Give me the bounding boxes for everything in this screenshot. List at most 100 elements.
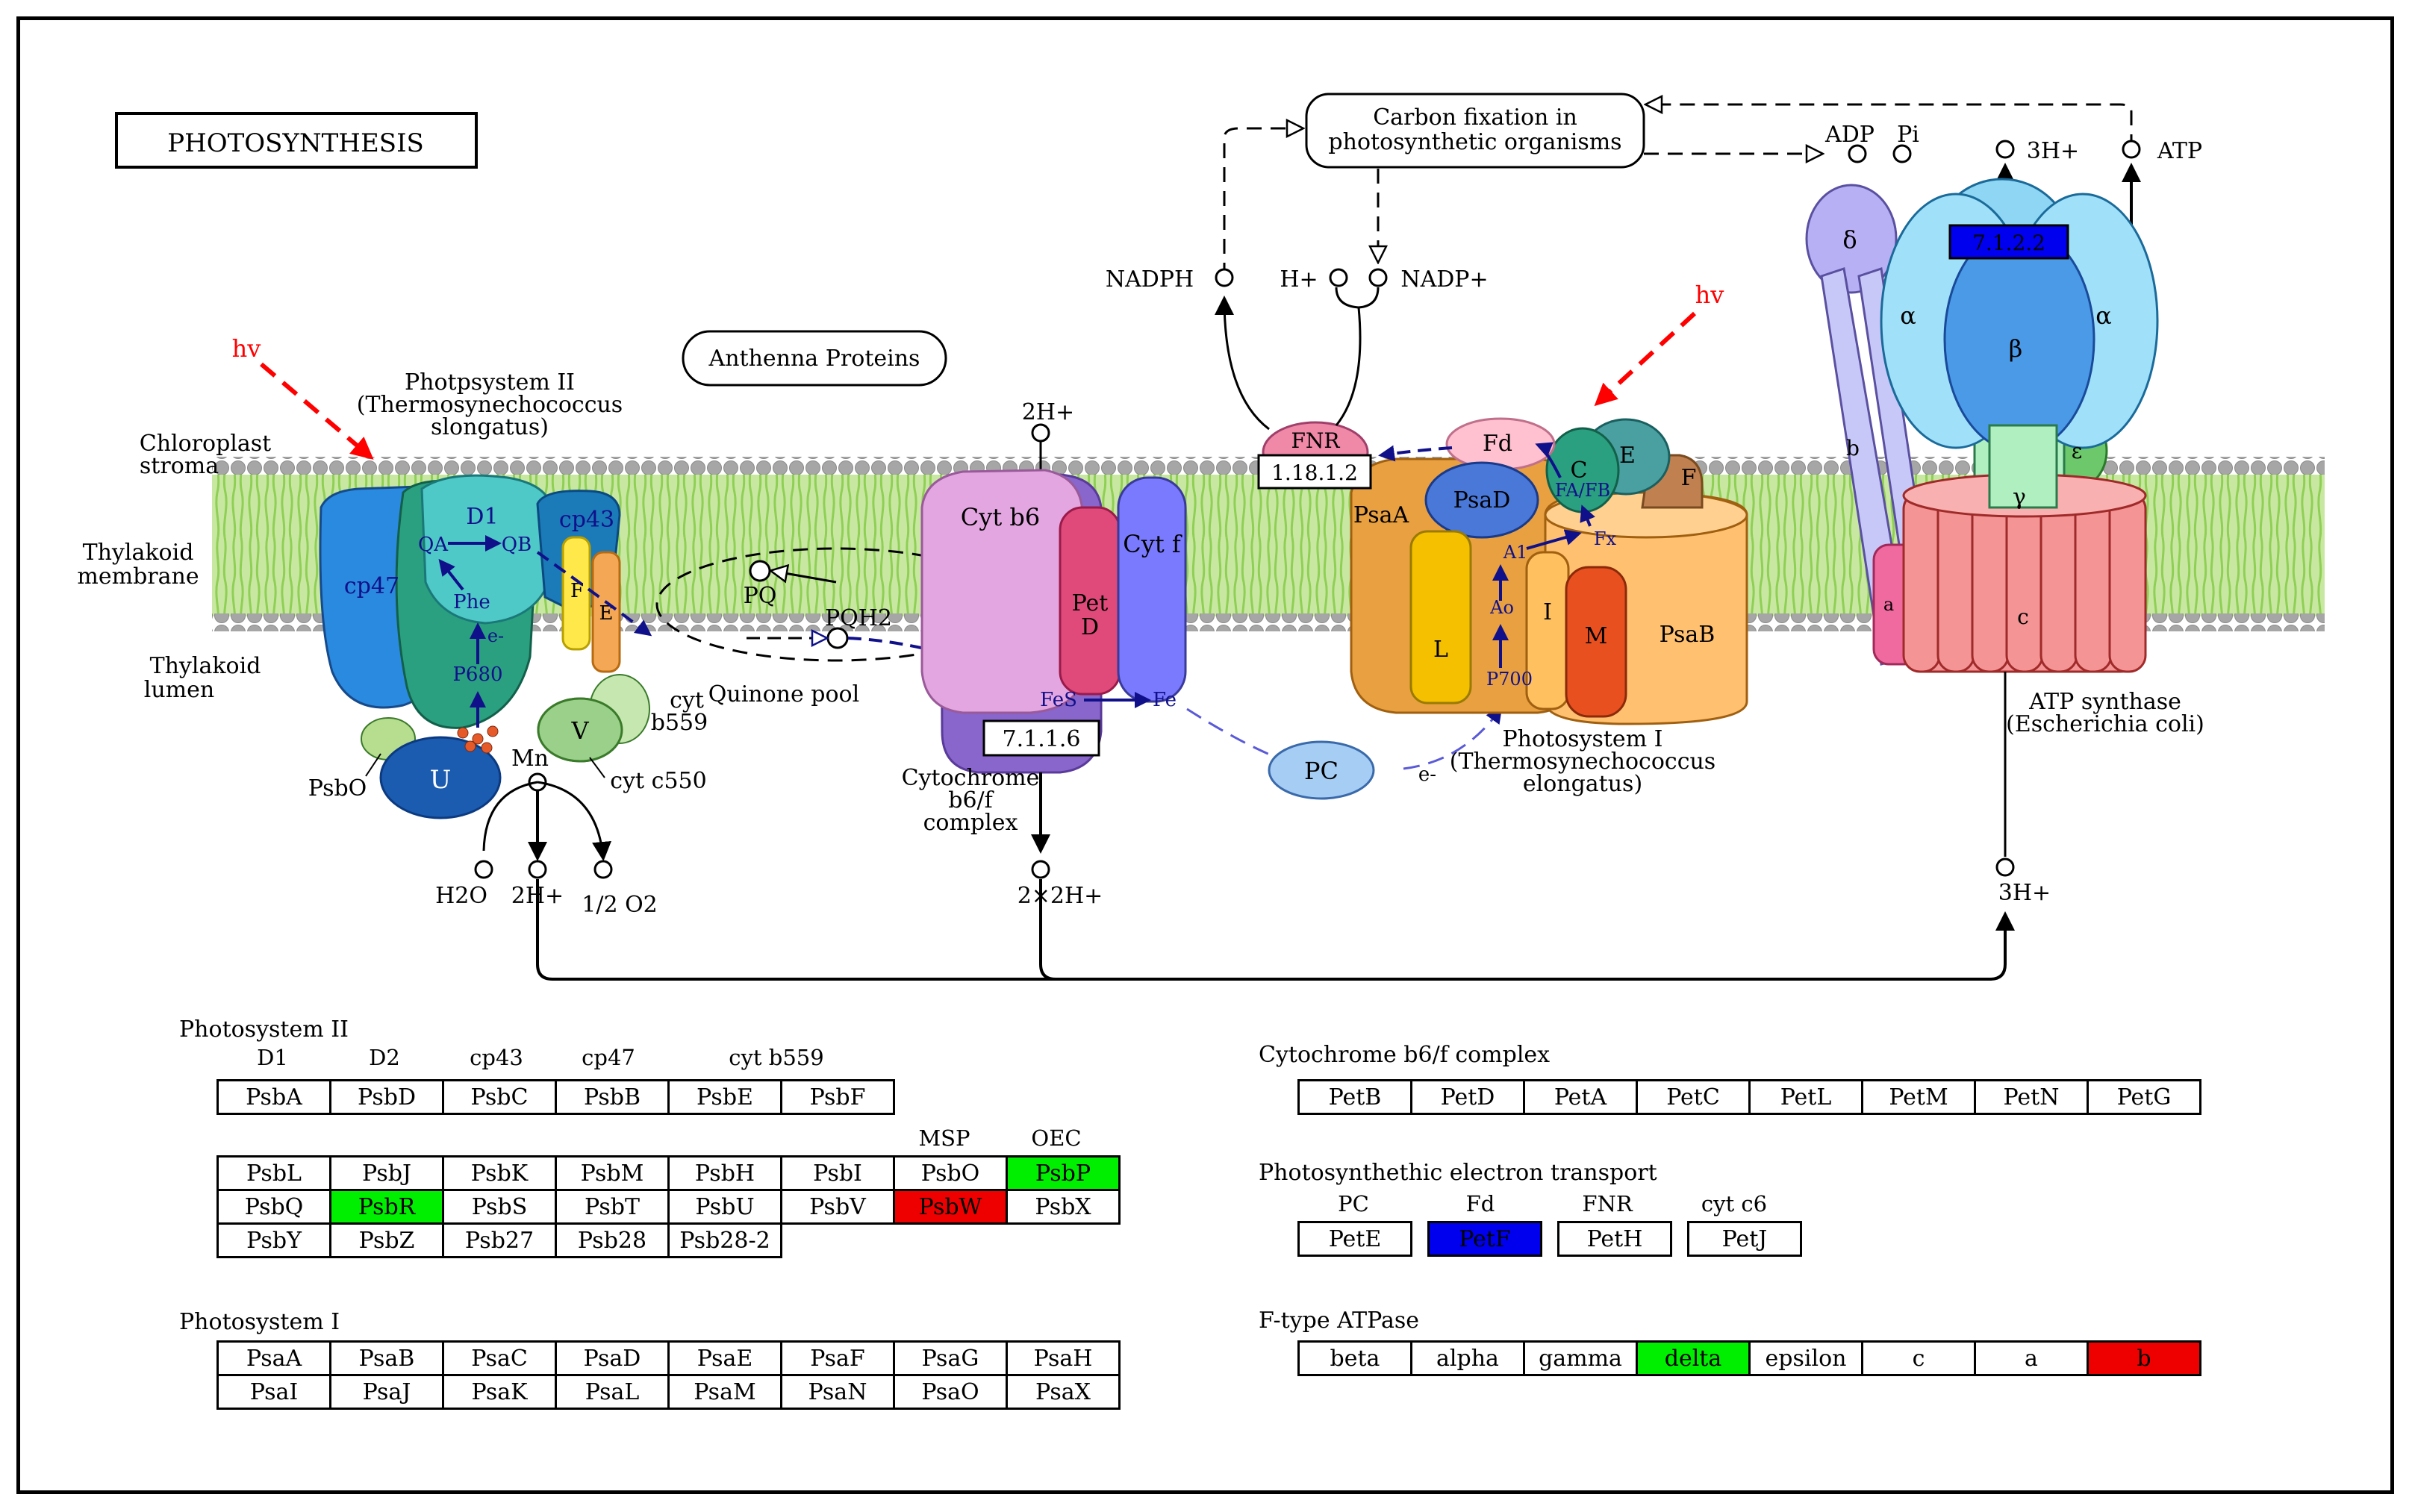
gene-psah[interactable]: PsaH bbox=[1006, 1340, 1121, 1376]
d1-label: D1 bbox=[466, 504, 498, 530]
gene-petc[interactable]: PetC bbox=[1636, 1079, 1751, 1115]
gene-a[interactable]: a bbox=[1974, 1340, 2089, 1376]
psii-title-1: Photpsystem II bbox=[405, 369, 575, 396]
gene-psbh[interactable]: PsbH bbox=[667, 1155, 782, 1191]
gene-psb27[interactable]: Psb27 bbox=[442, 1222, 557, 1258]
cytb6f-label-1: Cytochrome bbox=[902, 765, 1040, 791]
gene-psal[interactable]: PsaL bbox=[555, 1374, 670, 1410]
gene-psbp[interactable]: PsbP bbox=[1006, 1155, 1121, 1191]
gene-epsilon[interactable]: epsilon bbox=[1748, 1340, 1863, 1376]
gene-psbj[interactable]: PsbJ bbox=[329, 1155, 444, 1191]
gene-psba[interactable]: PsbA bbox=[216, 1079, 331, 1115]
pc-e-minus: e- bbox=[1418, 763, 1436, 786]
gene-psak[interactable]: PsaK bbox=[442, 1374, 557, 1410]
cp43-label: cp43 bbox=[559, 507, 614, 533]
cyt-f-subunit bbox=[1117, 476, 1187, 703]
cp47-label: cp47 bbox=[344, 573, 399, 599]
gene-psbx[interactable]: PsbX bbox=[1006, 1189, 1121, 1225]
psi-table-title: Photosystem I bbox=[179, 1309, 340, 1335]
gene-petb[interactable]: PetB bbox=[1297, 1079, 1412, 1115]
pet-d-label-2: D bbox=[1081, 614, 1099, 640]
gene-alpha[interactable]: alpha bbox=[1410, 1340, 1525, 1376]
delta-subunit bbox=[1805, 184, 1898, 294]
gene-peta[interactable]: PetA bbox=[1523, 1079, 1638, 1115]
h2o-label: H2O bbox=[435, 883, 487, 909]
gene-psab[interactable]: PsaB bbox=[329, 1340, 444, 1376]
gene-psbq[interactable]: PsbQ bbox=[216, 1189, 331, 1225]
gene-peth[interactable]: PetH bbox=[1557, 1221, 1672, 1257]
pet-table: PetE PetF PetH PetJ bbox=[1283, 1221, 1817, 1257]
gene-psbk[interactable]: PsbK bbox=[442, 1155, 557, 1191]
gene-psam[interactable]: PsaM bbox=[667, 1374, 782, 1410]
gene-beta[interactable]: beta bbox=[1297, 1340, 1412, 1376]
gene-psbb[interactable]: PsbB bbox=[555, 1079, 670, 1115]
gene-petn[interactable]: PetN bbox=[1974, 1079, 2089, 1115]
epsilon-label: ε bbox=[2072, 439, 2083, 463]
gene-psb28[interactable]: Psb28 bbox=[555, 1222, 670, 1258]
gene-psad[interactable]: PsaD bbox=[555, 1340, 670, 1376]
atp-synthase-ec-box[interactable] bbox=[1948, 224, 2069, 260]
gene-c[interactable]: c bbox=[1861, 1340, 1976, 1376]
gene-psbf[interactable]: PsbF bbox=[780, 1079, 895, 1115]
atp-label: ATP bbox=[2157, 138, 2202, 164]
gene-psbe[interactable]: PsbE bbox=[667, 1079, 782, 1115]
psi-table: PsaA PsaB PsaC PsaD PsaE PsaF PsaG PsaH … bbox=[216, 1340, 1121, 1410]
cyt-b559-label-2: b559 bbox=[651, 710, 708, 736]
cytb6f-table: PetB PetD PetA PetC PetL PetM PetN PetG bbox=[1297, 1079, 2201, 1115]
gene-psax[interactable]: PsaX bbox=[1006, 1374, 1121, 1410]
gene-psag[interactable]: PsaG bbox=[893, 1340, 1008, 1376]
gene-psae[interactable]: PsaE bbox=[667, 1340, 782, 1376]
hplus-label: H+ bbox=[1280, 266, 1318, 293]
gene-petg[interactable]: PetG bbox=[2087, 1079, 2201, 1115]
hv-label-psi: hv bbox=[1695, 281, 1724, 309]
pc-protein[interactable] bbox=[1268, 740, 1375, 800]
gene-psbv[interactable]: PsbV bbox=[780, 1189, 895, 1225]
cyt-f-label: Cyt f bbox=[1123, 530, 1182, 558]
gene-petl[interactable]: PetL bbox=[1748, 1079, 1863, 1115]
gene-psaa[interactable]: PsaA bbox=[216, 1340, 331, 1376]
cytb6f-ec-box[interactable] bbox=[982, 719, 1100, 757]
fnr-ec-box[interactable] bbox=[1257, 454, 1372, 490]
psii-sublabel-cp43: cp43 bbox=[470, 1045, 523, 1070]
fafb-label: FA/FB bbox=[1555, 480, 1610, 501]
atp-synthase: ADP Pi 3H+ ATP bbox=[1805, 122, 2204, 906]
gene-pete[interactable]: PetE bbox=[1297, 1221, 1412, 1257]
pet-sublabel-cytc6: cyt c6 bbox=[1701, 1191, 1768, 1216]
cytb6f-label-3: complex bbox=[923, 810, 1018, 836]
gene-psbt[interactable]: PsbT bbox=[555, 1189, 670, 1225]
gene-psbr[interactable]: PsbR bbox=[329, 1189, 444, 1225]
carbon-fixation-label-2: photosynthetic organisms bbox=[1328, 129, 1621, 155]
gene-psbo[interactable]: PsbO bbox=[893, 1155, 1008, 1191]
gene-gamma[interactable]: gamma bbox=[1523, 1340, 1638, 1376]
gene-psbc[interactable]: PsbC bbox=[442, 1079, 557, 1115]
carbon-fixation-box[interactable] bbox=[1305, 93, 1645, 169]
gene-psbu[interactable]: PsbU bbox=[667, 1189, 782, 1225]
gene-psan[interactable]: PsaN bbox=[780, 1374, 895, 1410]
gene-psbi[interactable]: PsbI bbox=[780, 1155, 895, 1191]
gene-psbd[interactable]: PsbD bbox=[329, 1079, 444, 1115]
gene-psby[interactable]: PsbY bbox=[216, 1222, 331, 1258]
anthenna-proteins-box[interactable] bbox=[682, 330, 947, 387]
c-label: C bbox=[1571, 457, 1588, 484]
gene-psaf[interactable]: PsaF bbox=[780, 1340, 895, 1376]
gene-psbl[interactable]: PsbL bbox=[216, 1155, 331, 1191]
gene-petf[interactable]: PetF bbox=[1427, 1221, 1542, 1257]
gene-psao[interactable]: PsaO bbox=[893, 1374, 1008, 1410]
gene-psbm[interactable]: PsbM bbox=[555, 1155, 670, 1191]
gene-petm[interactable]: PetM bbox=[1861, 1079, 1976, 1115]
gene-psbw[interactable]: PsbW bbox=[893, 1189, 1008, 1225]
gene-petd[interactable]: PetD bbox=[1410, 1079, 1525, 1115]
gene-psbs[interactable]: PsbS bbox=[442, 1189, 557, 1225]
cyt-c550-label: cyt c550 bbox=[610, 768, 706, 794]
gene-psaj[interactable]: PsaJ bbox=[329, 1374, 444, 1410]
gene-psbz[interactable]: PsbZ bbox=[329, 1222, 444, 1258]
gene-psai[interactable]: PsaI bbox=[216, 1374, 331, 1410]
u-subunit bbox=[379, 736, 502, 819]
u-label: U bbox=[430, 765, 452, 795]
gene-b[interactable]: b bbox=[2087, 1340, 2201, 1376]
fnr-ec-label: 1.18.1.2 bbox=[1271, 460, 1358, 485]
gene-delta[interactable]: delta bbox=[1636, 1340, 1751, 1376]
gene-psac[interactable]: PsaC bbox=[442, 1340, 557, 1376]
gene-petj[interactable]: PetJ bbox=[1687, 1221, 1802, 1257]
gene-psb28-2[interactable]: Psb28-2 bbox=[667, 1222, 782, 1258]
